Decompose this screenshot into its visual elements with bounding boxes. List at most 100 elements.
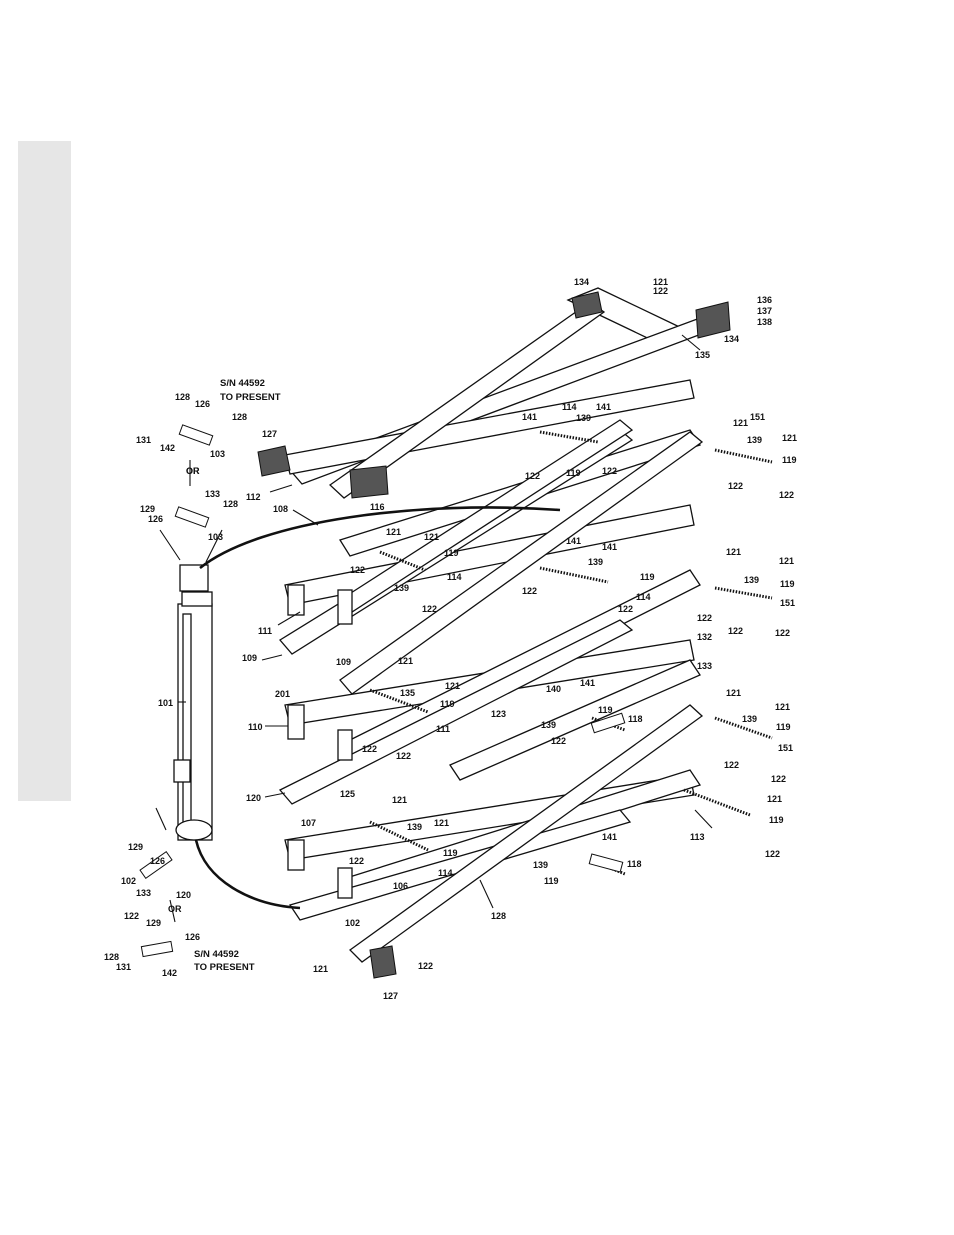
callout-129: 129 [140, 504, 155, 514]
callout-122: 122 [522, 586, 537, 596]
callout-139: 139 [576, 413, 591, 423]
callout-136: 136 [757, 295, 772, 305]
cylinder-pin [174, 506, 210, 528]
callout-133: 133 [697, 661, 712, 671]
callout-103: 103 [208, 532, 223, 542]
leader [205, 529, 223, 563]
leader [264, 792, 286, 798]
callout-122: 122 [551, 736, 566, 746]
callout-126: 126 [150, 856, 165, 866]
callout-101: 101 [158, 698, 173, 708]
callout-122: 122 [771, 774, 786, 784]
leader [277, 611, 301, 626]
callout-122: 122 [697, 613, 712, 623]
callout-116: 116 [370, 502, 385, 512]
callout-103: 103 [210, 449, 225, 459]
callout-139: 139 [533, 860, 548, 870]
callout-107: 107 [301, 818, 316, 828]
callout-122: 122 [350, 565, 365, 575]
callout-119: 119 [640, 572, 655, 582]
callout-121: 121 [775, 702, 790, 712]
callout-135: 135 [695, 350, 710, 360]
callout-128: 128 [104, 952, 119, 962]
callout-122: 122 [525, 471, 540, 481]
serial-note-bottom-line1: S/N 44592 [194, 949, 239, 960]
callout-129: 129 [146, 918, 161, 928]
callout-151: 151 [778, 743, 793, 753]
callout-102: 102 [345, 918, 360, 928]
pin-shaft [539, 430, 599, 444]
callout-135: 135 [400, 688, 415, 698]
leader [159, 529, 181, 561]
callout-142: 142 [162, 968, 177, 978]
callout-151: 151 [780, 598, 795, 608]
callout-118: 118 [627, 859, 642, 869]
callout-128: 128 [491, 911, 506, 921]
callout-109: 109 [336, 657, 351, 667]
callout-131: 131 [136, 435, 151, 445]
callout-120: 120 [246, 793, 261, 803]
callout-122: 122 [724, 760, 739, 770]
cross-tube [287, 584, 305, 616]
callout-122: 122 [349, 856, 364, 866]
pin-shaft [369, 688, 429, 714]
callout-141: 141 [580, 678, 595, 688]
callout-122: 122 [775, 628, 790, 638]
callout-139: 139 [407, 822, 422, 832]
callout-141: 141 [602, 542, 617, 552]
callout-131: 131 [116, 962, 131, 972]
callout-114: 114 [636, 592, 651, 602]
pin-shaft [714, 716, 773, 740]
leader [694, 809, 713, 829]
callout-111: 111 [258, 626, 272, 636]
callout-141: 141 [596, 402, 611, 412]
callout-134: 134 [724, 334, 739, 344]
callout-114: 114 [438, 868, 453, 878]
leader [681, 334, 701, 351]
callout-141: 141 [602, 832, 617, 842]
callout-121: 121 [434, 818, 449, 828]
callout-129: 129 [128, 842, 143, 852]
callout-128: 128 [175, 392, 190, 402]
cylinder-foot [175, 819, 213, 841]
callout-142: 142 [160, 443, 175, 453]
callout-121: 121 [653, 277, 668, 287]
callout-119: 119 [598, 705, 613, 715]
or-label-top: OR [186, 466, 200, 476]
callout-140: 140 [546, 684, 561, 694]
callout-122: 122 [653, 286, 668, 296]
cross-tube [337, 867, 353, 899]
callout-139: 139 [747, 435, 762, 445]
slide-pad [695, 301, 731, 339]
callout-110: 110 [248, 722, 263, 732]
callout-109: 109 [242, 653, 257, 663]
slide-pad [369, 945, 397, 979]
callout-139: 139 [742, 714, 757, 724]
callout-118: 118 [628, 714, 643, 724]
hydraulic-hose [194, 839, 301, 910]
scissor-arm [328, 301, 606, 499]
pin-shaft [714, 448, 773, 464]
callout-138: 138 [757, 317, 772, 327]
callout-133: 133 [205, 489, 220, 499]
callout-127: 127 [262, 429, 277, 439]
callout-121: 121 [767, 794, 782, 804]
callout-114: 114 [447, 572, 462, 582]
leader [269, 484, 293, 493]
callout-134: 134 [574, 277, 589, 287]
scissor-arm [349, 704, 704, 963]
scissor-lift-artwork [139, 287, 773, 979]
callout-121: 121 [398, 656, 413, 666]
cylinder-pin [139, 851, 173, 879]
slide-pad [349, 465, 389, 499]
callout-141: 141 [566, 536, 581, 546]
callout-126: 126 [195, 399, 210, 409]
callout-119: 119 [440, 699, 455, 709]
callout-119: 119 [780, 579, 795, 589]
callout-128: 128 [232, 412, 247, 422]
callout-122: 122 [418, 961, 433, 971]
callout-111: 111 [436, 724, 450, 734]
scissor-arm [278, 619, 634, 805]
cross-tube [337, 589, 353, 625]
pin-shaft [379, 550, 426, 572]
